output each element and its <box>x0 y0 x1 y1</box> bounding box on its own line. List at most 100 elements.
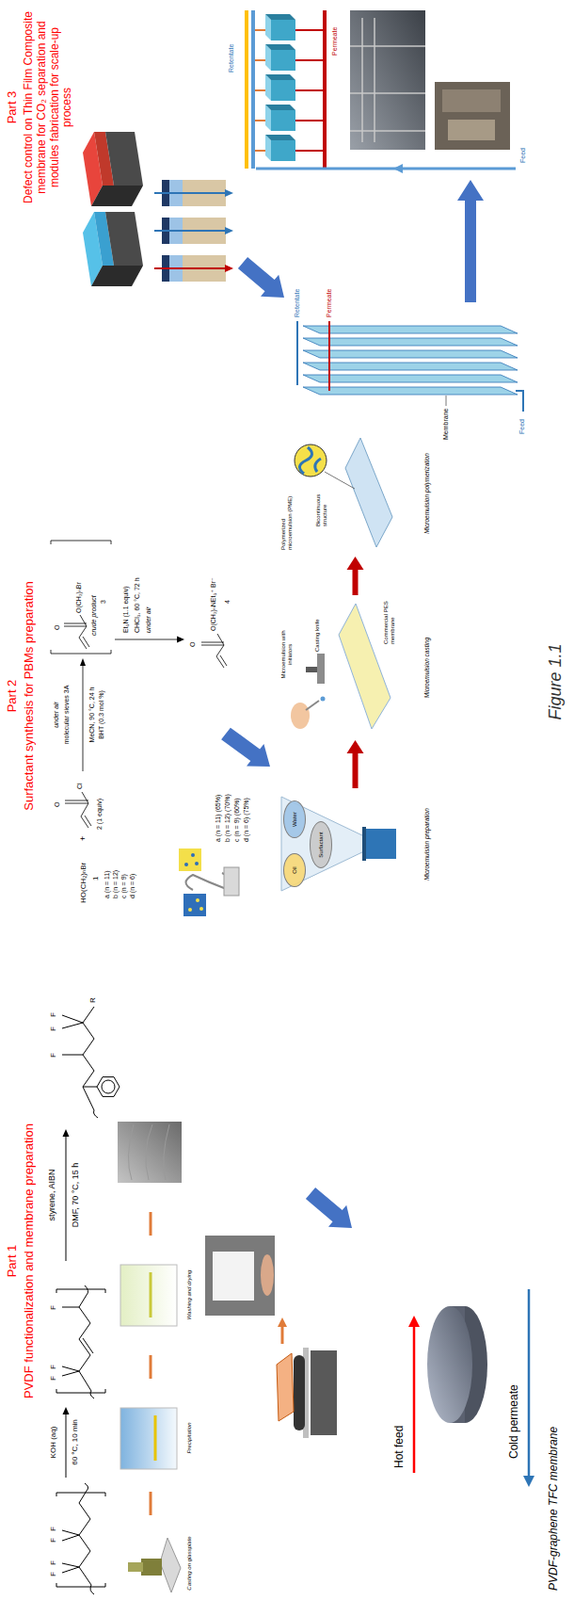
sem-image-part <box>117 1120 182 1182</box>
plant-photo-part <box>447 119 495 141</box>
membrane-photo-part <box>212 1250 255 1300</box>
flow-arrow-part <box>352 567 359 595</box>
reaction-arrow-part <box>114 638 177 640</box>
cold-permeate-arrow <box>523 1288 535 1486</box>
step-caption: Casting on glassplate <box>186 1527 193 1597</box>
reaction-condition: under air <box>144 605 153 633</box>
compound-variant: b (n = 12) <box>111 869 120 898</box>
pvdf-structure-part <box>56 1491 106 1586</box>
atom-label: Cl <box>76 781 84 789</box>
step-dash-part <box>149 1211 153 1235</box>
dehydrofluorinated-structure-part <box>62 1306 80 1375</box>
atom-label: O <box>53 801 62 807</box>
membrane-block-part <box>105 211 144 266</box>
part-heading: Part 2 <box>5 573 20 818</box>
hot-feed-arrow-part <box>408 1314 420 1326</box>
step-caption: Microemulsion polymerization <box>423 452 431 534</box>
manifold-part-part <box>265 134 296 141</box>
compound-number: 4 <box>223 599 232 604</box>
crude-product-structure-part <box>63 614 90 649</box>
precipitation-icon-part <box>120 1406 177 1468</box>
manifold-part <box>244 10 249 169</box>
atom-label: F <box>48 1525 58 1531</box>
surfactant-structure <box>201 633 227 668</box>
atom-label: O <box>53 624 62 630</box>
compound-label: crude product <box>90 594 98 636</box>
manifold-part <box>255 44 323 71</box>
reaction-condition: 60 °C, 10 min <box>70 1401 80 1482</box>
atom-label: O <box>189 641 197 647</box>
reaction-arrow-part <box>65 1134 67 1260</box>
stream-label: Permeate <box>325 288 334 318</box>
crude-product-structure-part <box>50 540 112 654</box>
compound-label: O(CH₂)ₙBr <box>75 581 83 613</box>
plate-module <box>297 320 524 412</box>
cross-section-part <box>154 267 226 270</box>
manifold-part-part <box>295 149 323 152</box>
callout-label: Microemulsion with initiators <box>280 624 294 684</box>
compound-variant: a (n = 11) <box>103 869 112 898</box>
step-panel: Microemulsion preparationOilWaterSurfact… <box>277 789 433 898</box>
yield-label: a (n = 11) (65%) <box>214 794 223 842</box>
microemulsion-schematic-part <box>188 907 192 911</box>
part-heading: Part 1 <box>5 1100 20 1420</box>
grafted-structure-part <box>101 1079 115 1093</box>
plate-module-part <box>515 390 524 412</box>
washing-icon-part <box>120 1263 177 1325</box>
membrane-block-part <box>105 131 144 186</box>
microemulsion-schematic <box>178 847 240 916</box>
hot-feed-arrow <box>408 1314 420 1472</box>
figure-note: PVDF-graphene TFC membrane <box>547 1325 561 1590</box>
cold-permeate-arrow-part <box>527 1288 531 1477</box>
manifold-part <box>255 104 323 131</box>
atom-label: F <box>48 1052 58 1057</box>
manifold-part-part <box>255 149 266 152</box>
stream-label: Retentate <box>293 288 302 318</box>
stream-label: Retentate <box>227 44 236 73</box>
manifold-part-part <box>295 29 323 32</box>
callout-label: Commercial PES membrane <box>382 594 397 644</box>
manifold-part <box>251 10 256 169</box>
plate-module-part <box>328 320 331 391</box>
pvdf-structure-part <box>79 1482 95 1594</box>
sem-image-part <box>127 1123 170 1180</box>
reaction-condition: under air <box>52 657 61 771</box>
casting-icon-part <box>159 1536 181 1592</box>
casting-picture-part <box>305 700 319 710</box>
manifold-part-part <box>271 49 296 71</box>
yield-label: c (n = 9) (60%) <box>233 797 241 843</box>
stream-label: Feed <box>519 147 527 163</box>
casting-picture-part <box>317 653 325 684</box>
compound-label: HO(CH₂)ₙBr <box>79 861 88 903</box>
block-arrow <box>305 1186 352 1228</box>
membrane-block <box>82 131 144 207</box>
part-heading: Part 3 <box>5 6 20 208</box>
manifold-part <box>255 167 516 171</box>
hot-feed-arrow-part <box>413 1323 416 1472</box>
membrane-photo <box>205 1234 275 1315</box>
polymerization-picture-part <box>299 446 321 474</box>
step-panel: Microemulsion polymerization <box>277 431 433 555</box>
plate-module-part <box>302 337 518 346</box>
preparation-picture-part <box>281 796 365 891</box>
cross-section-part <box>154 229 226 232</box>
component-ellipse: Surfactant <box>309 820 333 868</box>
sem-image <box>117 1120 182 1182</box>
step-dash <box>149 1211 153 1515</box>
microemulsion-schematic-part <box>178 847 202 871</box>
flow-arrow-part <box>347 556 365 570</box>
part-title: Surfactant synthesis for PBMs preparatio… <box>22 535 37 856</box>
reaction-condition: DMF, 70 °C, 15 h <box>70 1123 80 1265</box>
atom-label: F <box>48 1374 58 1380</box>
flow-arrow <box>347 556 365 595</box>
atom-label: R <box>88 996 97 1003</box>
reaction-condition: styrene, AIBN <box>47 1123 57 1265</box>
acryloyl-chloride-part <box>64 791 92 828</box>
reaction-arrow <box>79 657 86 771</box>
callout-label: Membrane <box>442 408 450 440</box>
membrane-disk-part <box>427 1305 473 1422</box>
reaction-arrow-part <box>79 657 86 666</box>
dehydrofluorinated-structure-part <box>79 1284 95 1398</box>
cross-section <box>154 179 234 282</box>
